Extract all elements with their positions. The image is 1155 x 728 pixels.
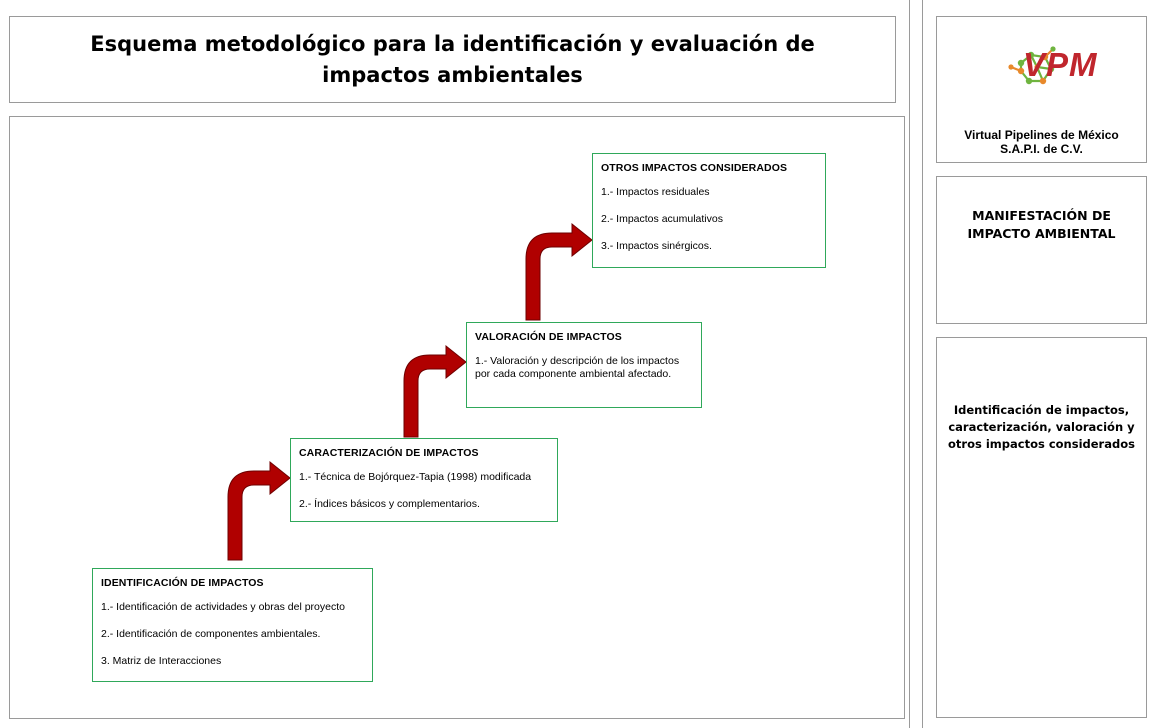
step-caracterizacion: CARACTERIZACIÓN DE IMPACTOS 1.- Técnica … bbox=[290, 438, 558, 522]
document-type: MANIFESTACIÓN DE IMPACTO AMBIENTAL bbox=[967, 208, 1116, 241]
logo-panel: VPM Virtual Pipelines de México S.A.P.I.… bbox=[936, 16, 1147, 163]
logo-text: VPM bbox=[1023, 46, 1098, 83]
step-item: 3. Matriz de Interacciones bbox=[101, 655, 222, 667]
main-panel-border bbox=[909, 0, 910, 728]
title-box: Esquema metodológico para la identificac… bbox=[9, 16, 896, 103]
diagram-frame bbox=[9, 116, 905, 719]
sidebar-panel-border bbox=[922, 0, 1155, 728]
step-item: 2.- Identificación de componentes ambien… bbox=[101, 628, 321, 640]
step-title: OTROS IMPACTOS CONSIDERADOS bbox=[601, 162, 788, 174]
step-valoracion: VALORACIÓN DE IMPACTOS 1.- Valoración y … bbox=[466, 322, 702, 408]
step-item: 1.- Técnica de Bojórquez-Tapia (1998) mo… bbox=[299, 471, 532, 483]
step-item: 1.- Valoración y descripción de los impa… bbox=[475, 355, 680, 380]
document-type-panel: MANIFESTACIÓN DE IMPACTO AMBIENTAL bbox=[936, 176, 1147, 324]
step-item: 2.- Impactos acumulativos bbox=[601, 213, 723, 225]
step-item: 1.- Identificación de actividades y obra… bbox=[101, 601, 345, 613]
step-title: IDENTIFICACIÓN DE IMPACTOS bbox=[101, 577, 264, 589]
step-item: 2.- Índices básicos y complementarios. bbox=[299, 498, 480, 510]
section-description: Identificación de impactos, caracterizac… bbox=[948, 403, 1135, 451]
company-line-2: S.A.P.I. de C.V. bbox=[1000, 142, 1083, 156]
step-item: 3.- Impactos sinérgicos. bbox=[601, 240, 712, 252]
step-identificacion: IDENTIFICACIÓN DE IMPACTOS 1.- Identific… bbox=[92, 568, 373, 682]
step-otros: OTROS IMPACTOS CONSIDERADOS 1.- Impactos… bbox=[592, 153, 826, 268]
molecule-icon bbox=[1008, 46, 1056, 85]
company-logo: VPM bbox=[957, 45, 1127, 95]
company-line-1: Virtual Pipelines de México bbox=[964, 128, 1119, 142]
step-title: CARACTERIZACIÓN DE IMPACTOS bbox=[299, 447, 479, 459]
company-name: Virtual Pipelines de México S.A.P.I. de … bbox=[937, 128, 1146, 156]
page-title: Esquema metodológico para la identificac… bbox=[90, 31, 815, 87]
step-title: VALORACIÓN DE IMPACTOS bbox=[475, 331, 622, 343]
step-item: 1.- Impactos residuales bbox=[601, 186, 710, 198]
section-description-panel: Identificación de impactos, caracterizac… bbox=[936, 337, 1147, 718]
